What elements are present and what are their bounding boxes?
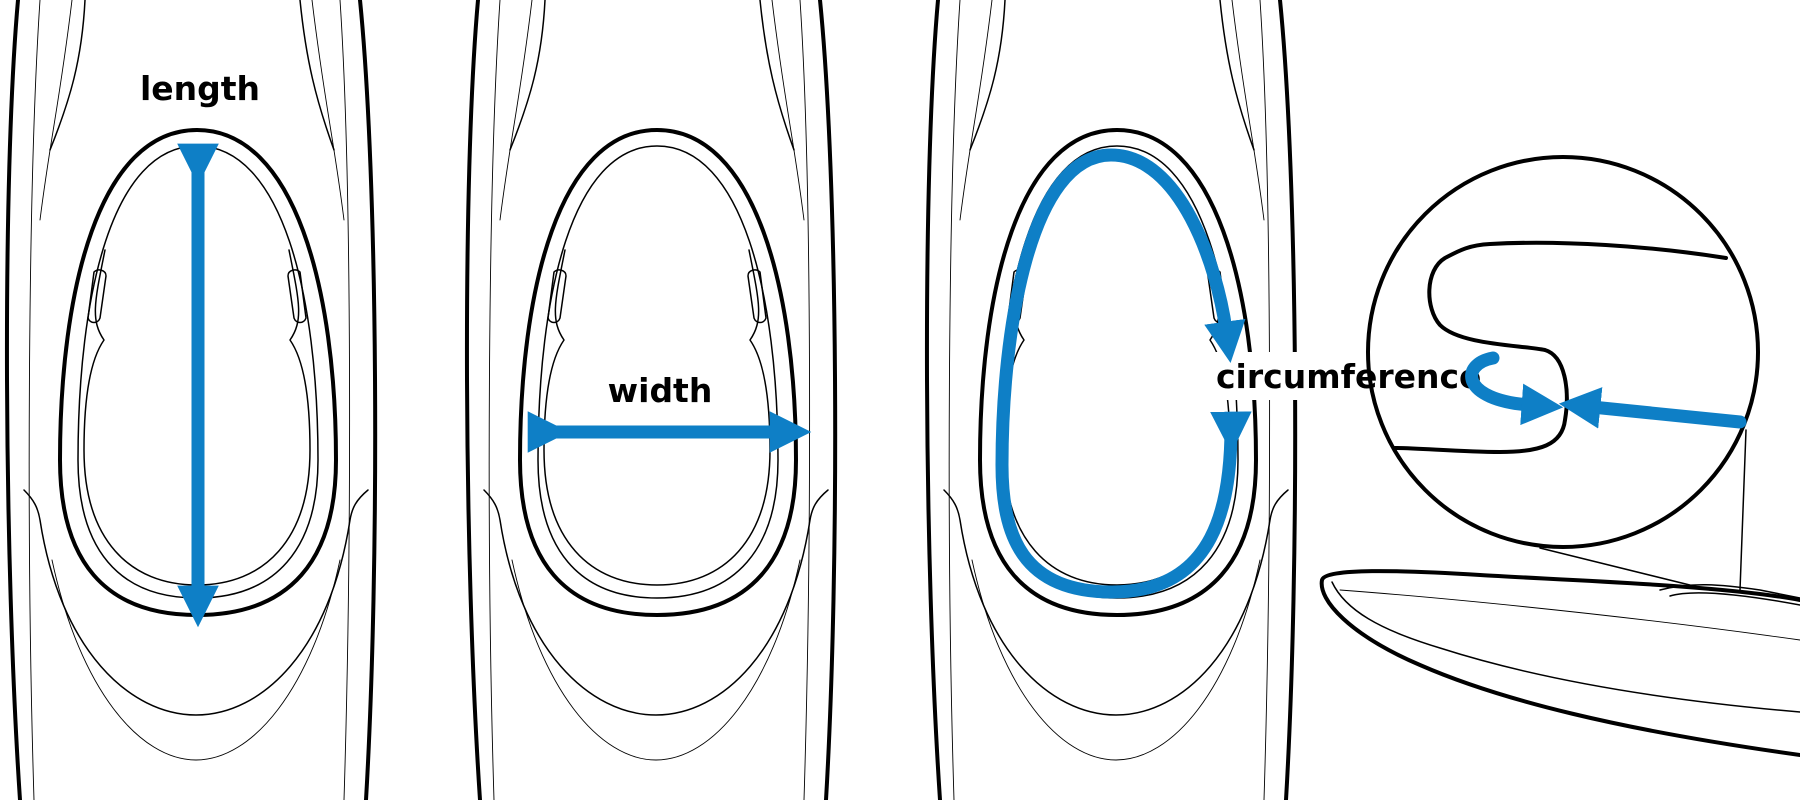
rim-detail-magnifier [1366, 155, 1760, 549]
rim-detail-pointer-arrow [1558, 387, 1747, 429]
rim-detail-hook-arrow [1465, 351, 1564, 426]
circumference-arrow [995, 148, 1252, 599]
circumference-label: circumference [1216, 357, 1481, 396]
kayak-hull-width [464, 0, 838, 800]
kayak-side-view [1319, 569, 1800, 757]
cockpit-rim-width [518, 128, 798, 617]
width-label: width [608, 371, 713, 410]
kayak-hull-length [4, 0, 378, 800]
detail-leader-lines [1539, 429, 1747, 591]
length-label: length [140, 69, 260, 108]
